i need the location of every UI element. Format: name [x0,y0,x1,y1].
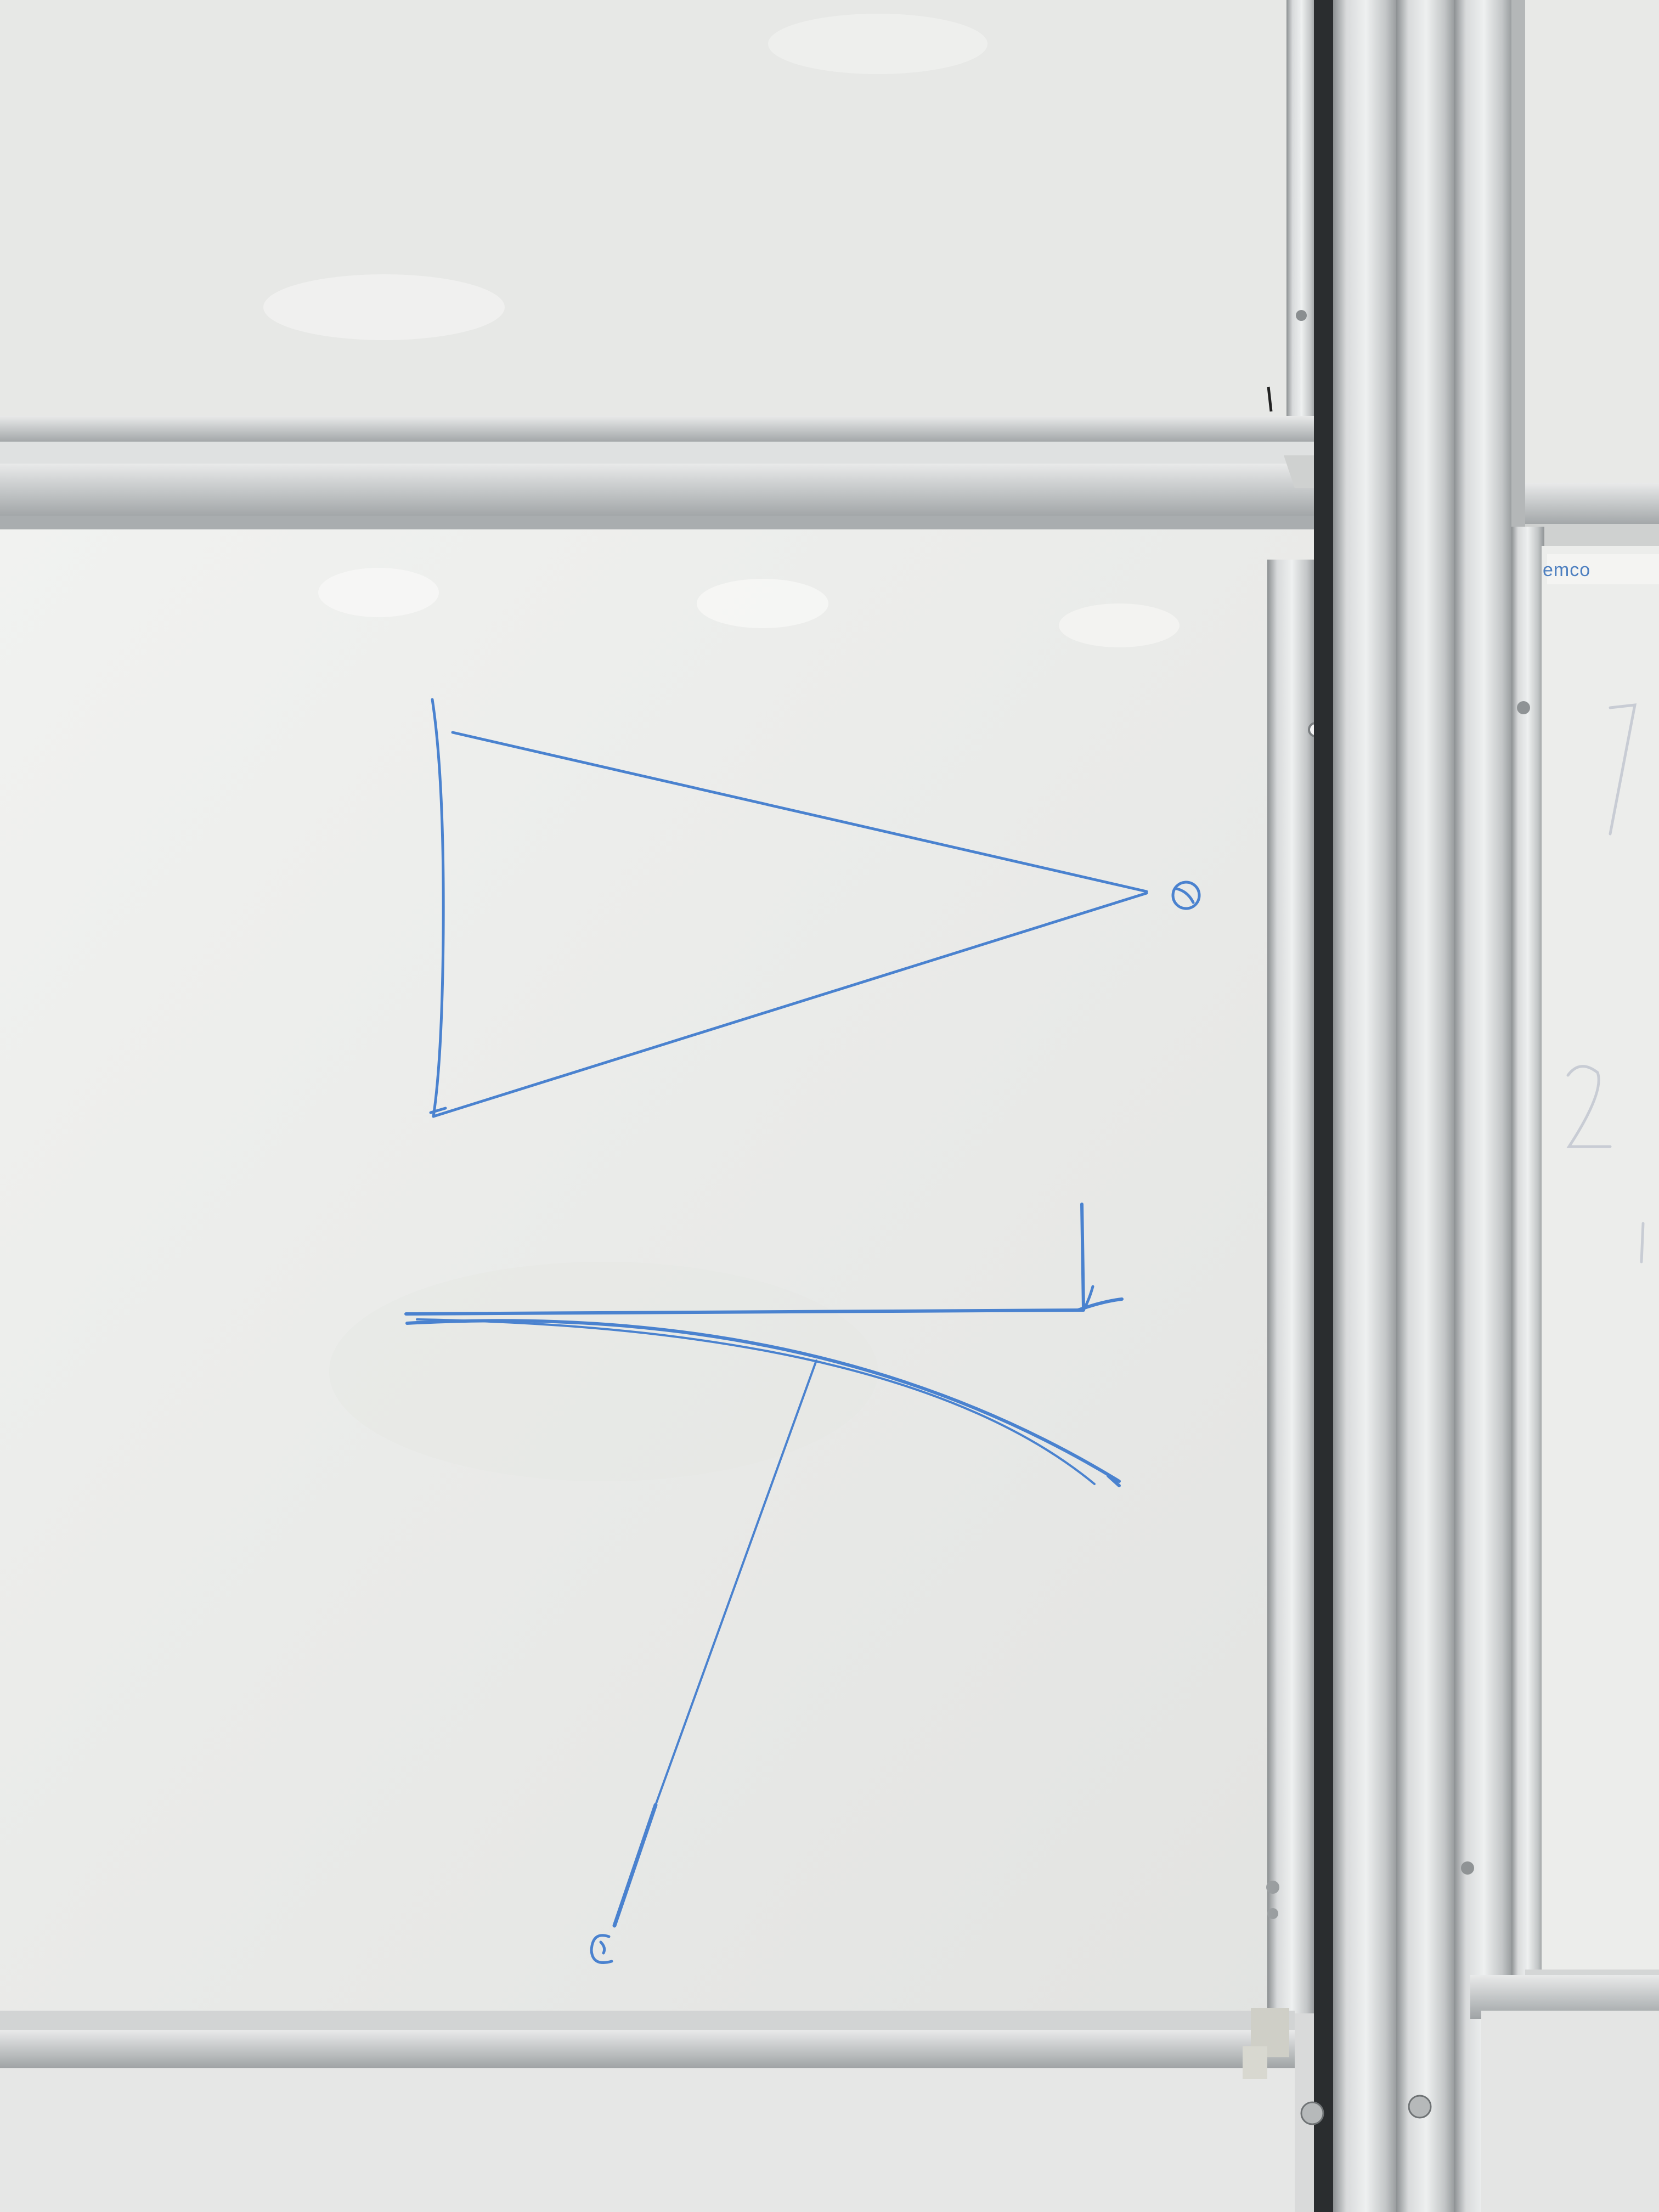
upper-whiteboard [0,0,1317,472]
main-whiteboard [0,529,1323,2013]
marker-drawing [404,698,1201,1964]
curve-and-tangent-sketch [404,1203,1124,1487]
triangle-sketch [429,698,1148,1118]
normal-line-sketch [612,1359,817,1928]
upper-marker-tray [0,416,1339,576]
lower-marker-tray [0,2008,1295,2212]
side-whiteboard [1461,0,1659,2212]
circled-dot-symbol [1171,881,1201,910]
side-board-brand-label: emco [1543,560,1591,580]
vertical-frame-post [1300,0,1525,2212]
small-c-symbol [590,1934,613,1964]
